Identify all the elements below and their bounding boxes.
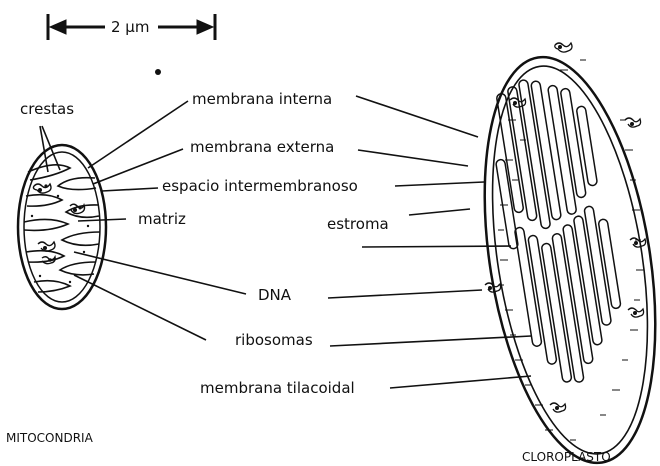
chloroplast [459, 43, 660, 466]
caption-cloroplasto: CLOROPLASTO [522, 448, 611, 466]
ink-dot [155, 69, 161, 75]
label-membrana-tilacoidal: membrana tilacoidal [200, 379, 355, 397]
label-ribosomas: ribosomas [235, 331, 313, 349]
label-espacio-intermembranoso: espacio intermembranoso [162, 177, 358, 195]
label-crestas: crestas [20, 100, 74, 118]
label-matriz: matriz [138, 210, 186, 228]
mitochondrion-cristae [24, 165, 100, 292]
label-dna: DNA [258, 286, 291, 304]
label-membrana-interna: membrana interna [192, 90, 332, 108]
label-membrana-externa: membrana externa [190, 138, 334, 156]
caption-mitocondria: MITOCONDRIA [6, 429, 93, 447]
chloroplast-stroma-texture [498, 60, 644, 440]
scale-bar-label: 2 μm [111, 18, 149, 36]
label-estroma: estroma [327, 215, 389, 233]
